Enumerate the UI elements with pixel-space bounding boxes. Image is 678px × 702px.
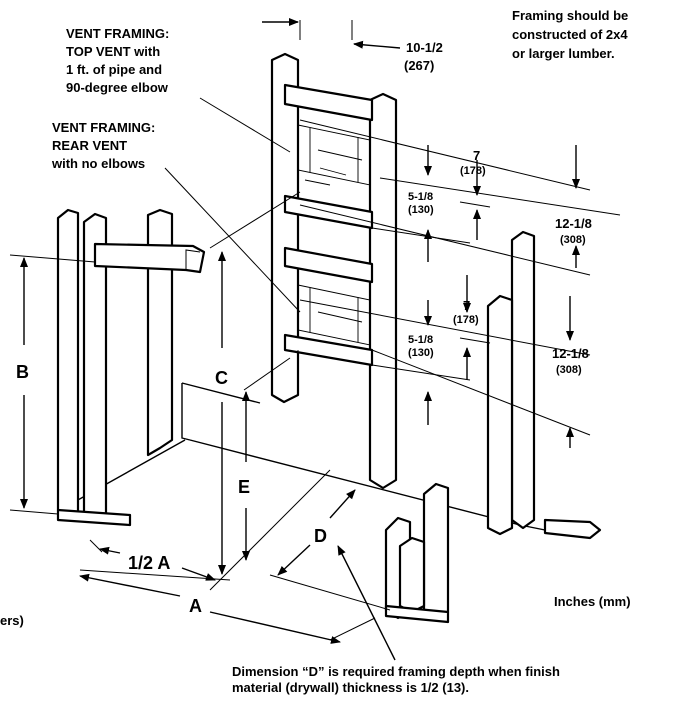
dimension-half-a-label: 1/2 A	[128, 553, 170, 573]
top-width-value: 10-1/2	[406, 40, 443, 55]
dimension-b-label: B	[16, 362, 29, 382]
units-label: Inches (mm)	[554, 594, 631, 609]
rear-vent-note-line-2: REAR VENT	[52, 138, 127, 153]
rear-vent-note-line-1: VENT FRAMING:	[52, 120, 155, 135]
upper-gap-value: 5-1/8	[408, 191, 433, 203]
top-vent-note-line-4: 90-degree elbow	[66, 80, 169, 95]
upper-opening-metric: (178)	[460, 165, 486, 177]
left-side-frame	[56, 208, 206, 527]
lumber-note-line-2: constructed of 2x4	[512, 27, 628, 42]
lower-opening-metric: (178)	[453, 314, 479, 326]
dimension-e-label: E	[238, 477, 250, 497]
top-width-metric: (267)	[404, 58, 434, 73]
lower-gap-metric: (130)	[408, 347, 434, 359]
clipped-label: ers)	[0, 613, 24, 628]
right-side-frame	[384, 230, 536, 624]
dimension-c-label: C	[215, 368, 228, 388]
dimension-d-note-line-2: material (drywall) thickness is 1/2 (13)…	[232, 680, 469, 695]
upper-spacing-metric: (308)	[560, 234, 586, 246]
lumber-note-line-1: Framing should be	[512, 8, 628, 23]
lower-opening-value: 7	[463, 298, 470, 313]
dimension-d-label: D	[314, 526, 327, 546]
top-vent-note-line-1: VENT FRAMING:	[66, 26, 169, 41]
upper-gap-metric: (130)	[408, 204, 434, 216]
rear-vent-note-line-3: with no elbows	[51, 156, 145, 171]
lower-spacing-value: 12-1/8	[552, 346, 589, 361]
dimension-lines	[9, 18, 621, 661]
center-vent-tower	[270, 52, 398, 490]
top-vent-note-line-2: TOP VENT with	[66, 44, 160, 59]
lumber-note-line-3: or larger lumber.	[512, 46, 615, 61]
upper-opening-value: 7	[473, 148, 480, 163]
dimension-d-note-line-1: Dimension “D” is required framing depth …	[232, 664, 560, 679]
upper-spacing-value: 12-1/8	[555, 216, 592, 231]
top-vent-note-line-3: 1 ft. of pipe and	[66, 62, 162, 77]
lower-spacing-metric: (308)	[556, 364, 582, 376]
lower-gap-value: 5-1/8	[408, 334, 433, 346]
dimension-a-label: A	[189, 596, 202, 616]
